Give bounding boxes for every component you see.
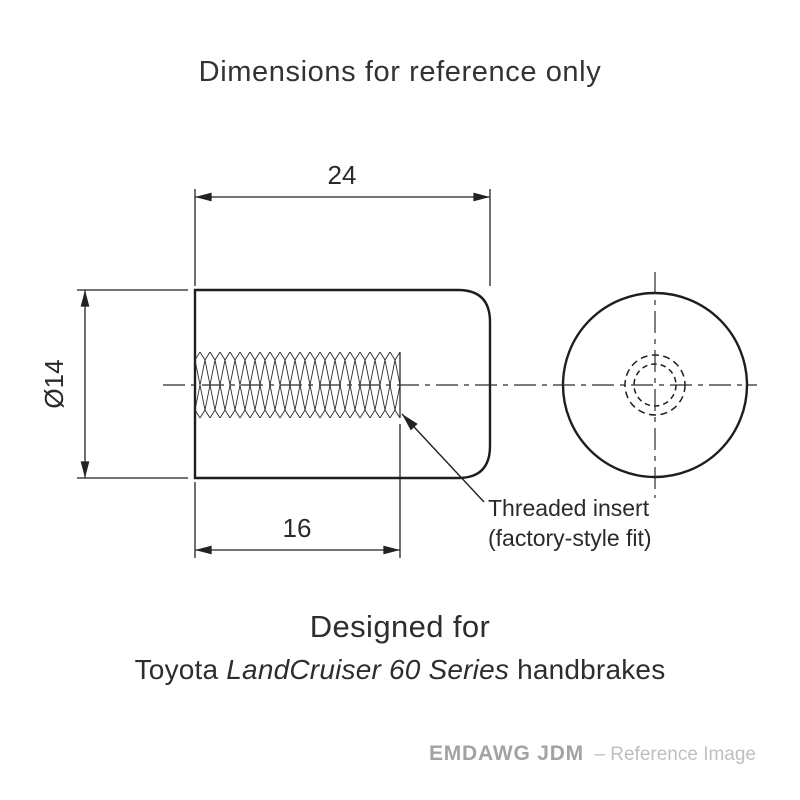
- designed-for-text: Designed for: [309, 609, 491, 644]
- footer: Designed for Toyota LandCruiser 60 Serie…: [0, 609, 800, 686]
- watermark: EMDAWG JDM – Reference Image: [429, 742, 756, 766]
- model-prefix: Toyota: [134, 654, 219, 685]
- callout: Threaded insert (factory-style fit): [401, 413, 652, 551]
- dim-thread-length-label: 16: [283, 513, 312, 543]
- watermark-brand: EMDAWG JDM: [428, 742, 584, 765]
- callout-leader-line: [401, 413, 485, 503]
- watermark-note: – Reference Image: [594, 744, 756, 765]
- dim-length-label: 24: [328, 160, 357, 190]
- side-view: [193, 288, 492, 480]
- dim-diameter-label: Ø14: [39, 359, 69, 408]
- page-title: Dimensions for reference only: [198, 56, 602, 88]
- callout-line2: (factory-style fit): [488, 525, 652, 551]
- dimension-length: [194, 189, 491, 286]
- centerlines: [163, 272, 757, 498]
- callout-line1: Threaded insert: [488, 495, 650, 521]
- dimension-thread-length: [194, 424, 401, 558]
- dimension-diameter: [77, 289, 188, 479]
- model-name: LandCruiser 60 Series: [226, 654, 510, 685]
- model-suffix: handbrakes: [517, 654, 666, 685]
- model-text: Toyota LandCruiser 60 Series handbrakes: [0, 654, 800, 686]
